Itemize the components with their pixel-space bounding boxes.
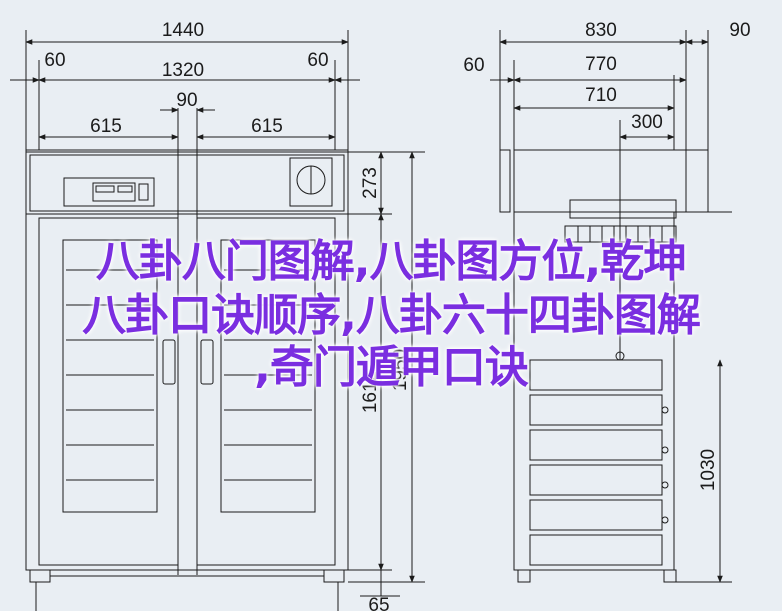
- dim-door-width-right: 615: [251, 116, 283, 137]
- dim-depth-710: 710: [585, 85, 617, 106]
- dim-body-height: 1612: [360, 371, 381, 413]
- dim-door-width-left: 615: [90, 116, 122, 137]
- dim-center-gap: 90: [176, 90, 197, 111]
- dim-total-height: 1950: [390, 349, 411, 391]
- dim-side-offset-right: 60: [307, 50, 328, 71]
- dim-bottom-offset: 65: [368, 595, 389, 611]
- dim-depth-770: 770: [585, 54, 617, 75]
- dim-inner-width: 1320: [162, 60, 204, 81]
- dim-side-offset-left: 60: [44, 50, 65, 71]
- dim-overall-width: 1440: [162, 20, 204, 41]
- overlay-title-line-1: 八卦八门图解,八卦图方位,乾坤: [95, 236, 687, 287]
- overlay-title-line-2: 八卦口诀顺序,八卦六十四卦图解: [82, 290, 701, 341]
- overlay-title-line-3: ,奇门遁甲口诀: [254, 342, 529, 393]
- dim-height-1030: 1030: [698, 449, 719, 491]
- dim-depth-300: 300: [631, 112, 663, 133]
- dim-top-panel-height: 273: [360, 167, 381, 199]
- dim-rear-offset: 90: [729, 20, 750, 41]
- dim-overall-depth: 830: [585, 20, 617, 41]
- dim-front-offset: 60: [463, 55, 484, 76]
